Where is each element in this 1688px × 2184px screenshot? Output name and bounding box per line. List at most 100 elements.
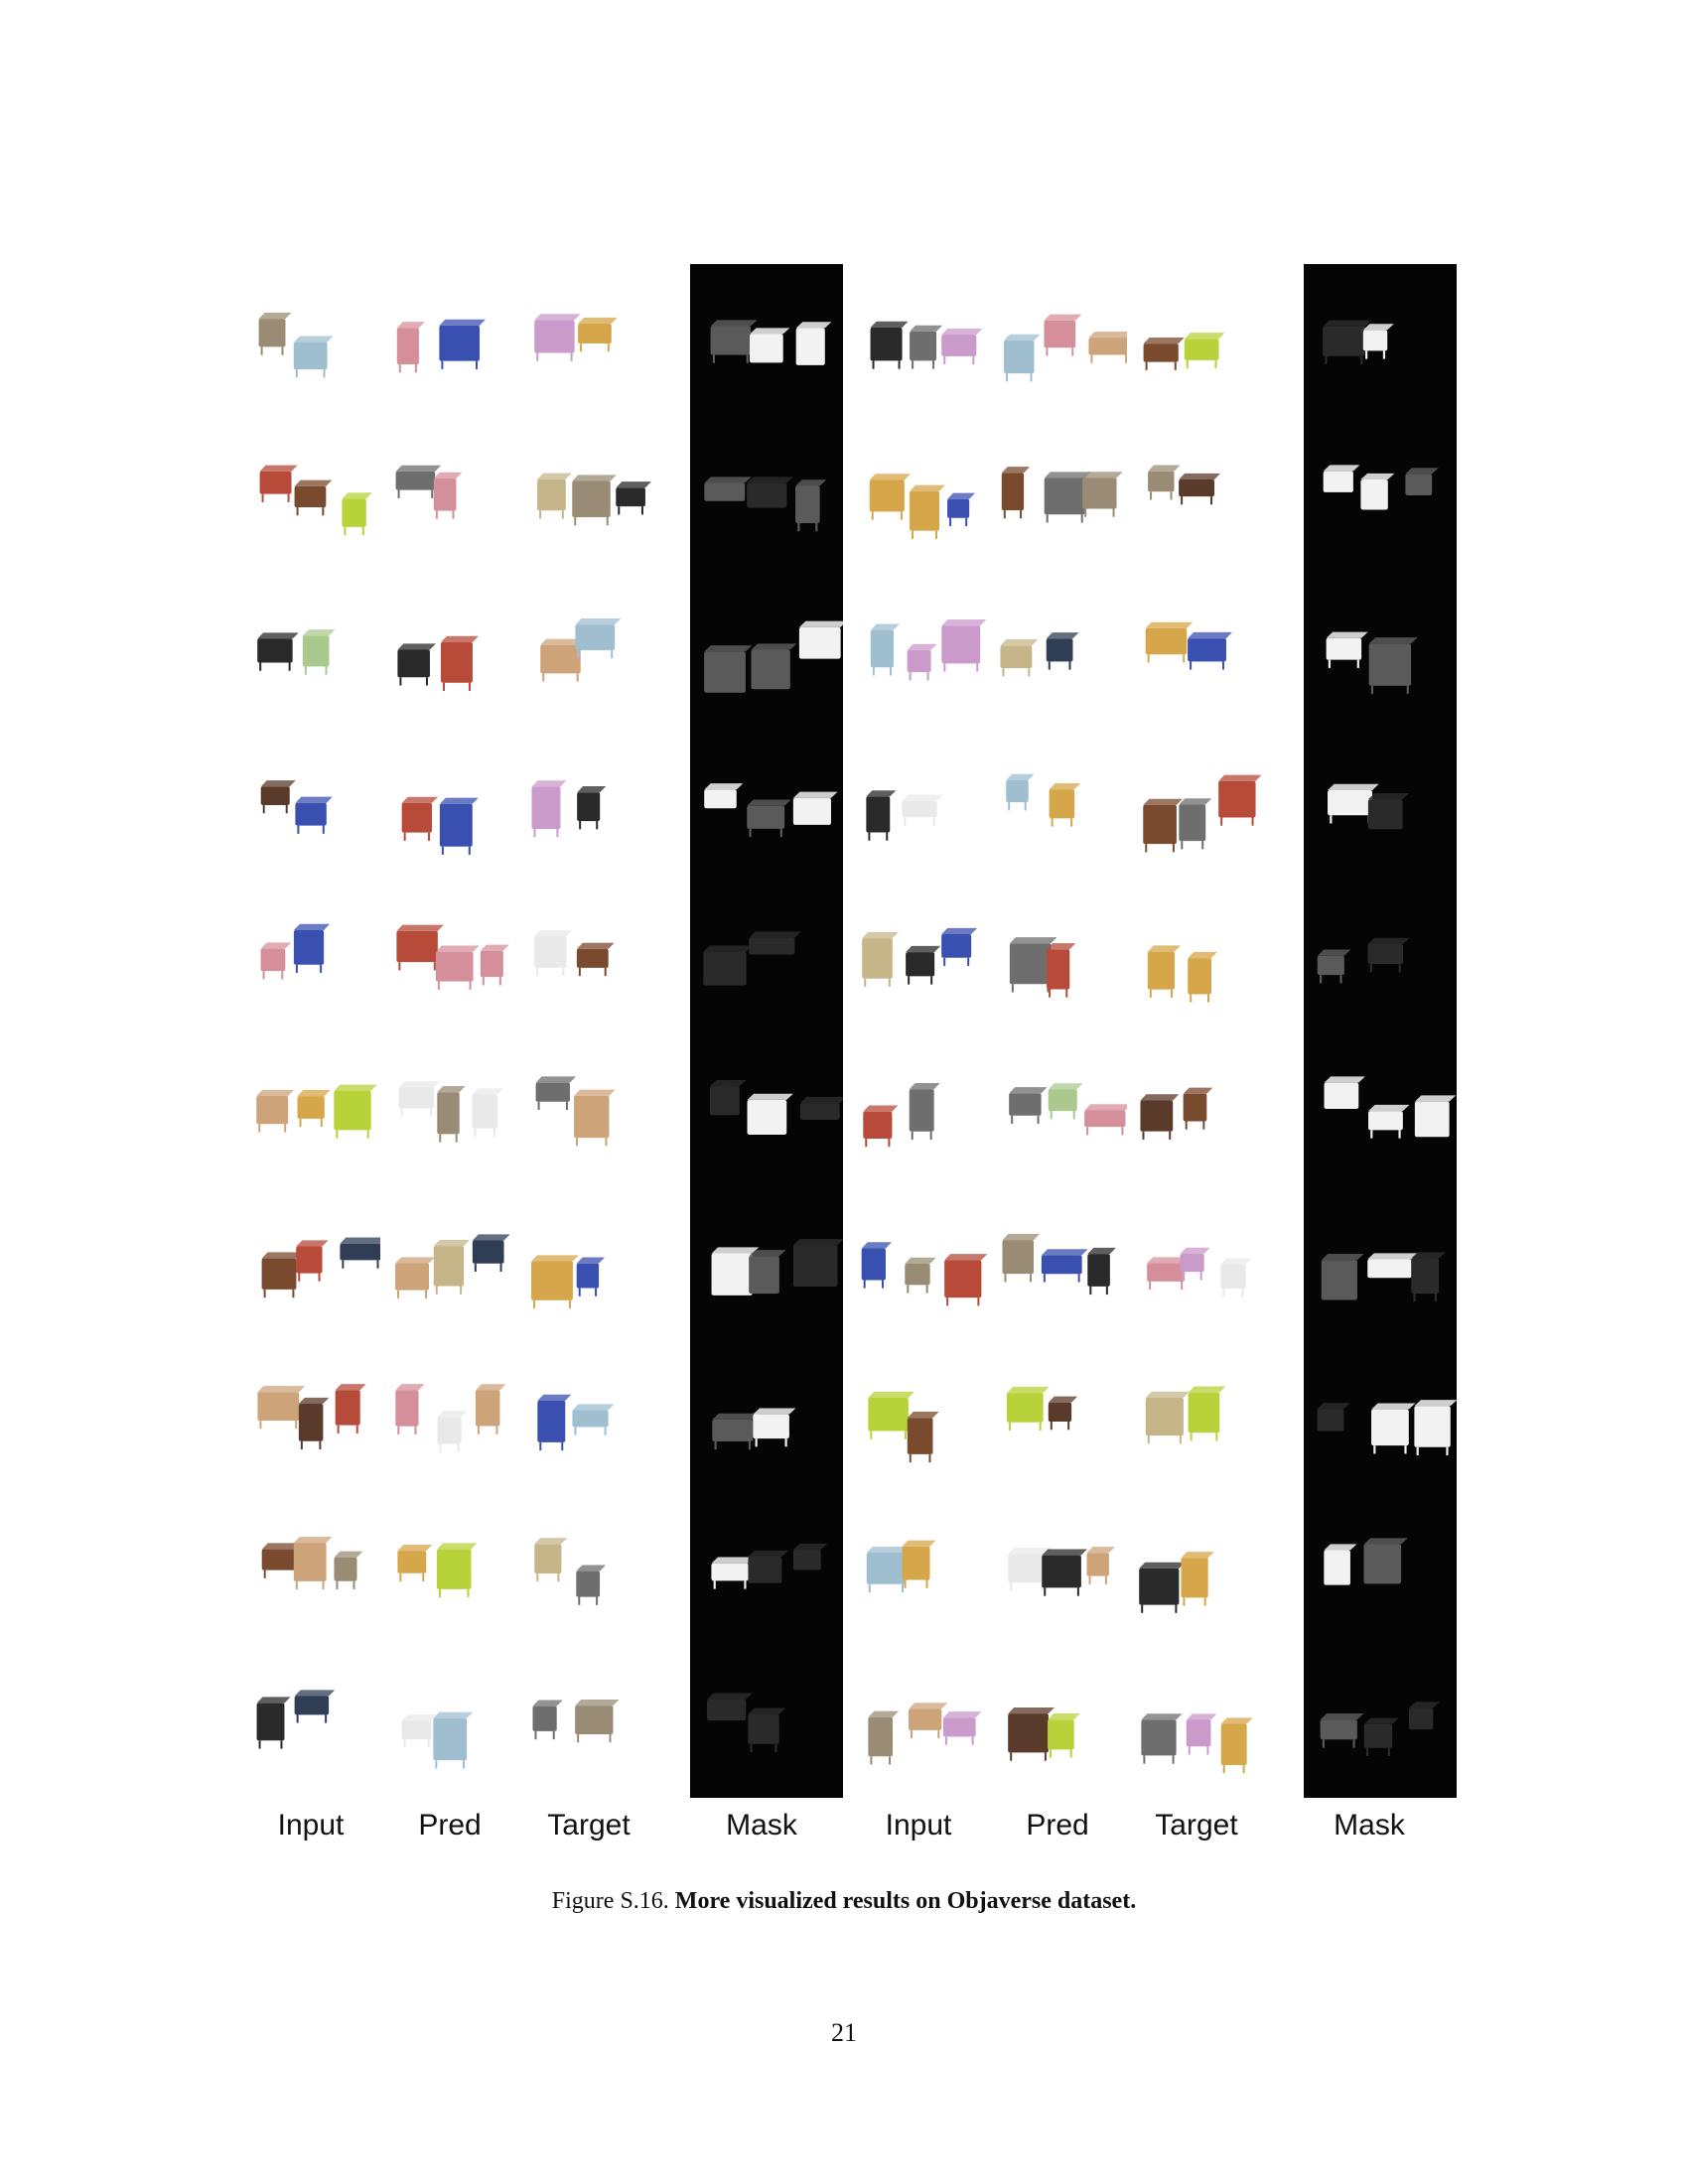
furniture-leg xyxy=(557,1573,560,1582)
furniture-leg xyxy=(1220,816,1223,826)
furniture-body xyxy=(335,1389,360,1426)
target-image xyxy=(519,418,658,572)
furniture-leg xyxy=(414,364,417,373)
furniture-render xyxy=(256,1689,336,1749)
furniture-render xyxy=(1001,466,1123,522)
furniture-body xyxy=(1008,1712,1049,1752)
furniture-leg xyxy=(469,981,472,990)
furniture-leg xyxy=(425,1290,428,1298)
furniture-leg xyxy=(403,1738,406,1747)
pred-image xyxy=(988,725,1127,879)
furniture-top xyxy=(433,1239,471,1247)
furniture-leg xyxy=(607,343,610,352)
furniture-body xyxy=(1147,1263,1186,1282)
target-image xyxy=(1127,878,1266,1031)
furniture-leg xyxy=(1030,373,1033,382)
furniture-render xyxy=(534,314,618,361)
furniture-body xyxy=(577,791,601,821)
furniture-top xyxy=(572,1403,615,1411)
mask-image xyxy=(1304,878,1457,1031)
furniture-render xyxy=(395,1383,506,1452)
furniture-top xyxy=(863,1105,899,1112)
furniture-leg xyxy=(361,526,364,535)
right-mask-column xyxy=(1304,264,1457,1798)
furniture-render xyxy=(258,312,334,378)
furniture-render xyxy=(1140,1087,1213,1140)
furniture-leg xyxy=(1112,508,1115,517)
furniture-top xyxy=(795,322,832,329)
furniture-top xyxy=(941,329,983,336)
furniture-leg xyxy=(946,1297,949,1306)
furniture-top xyxy=(792,791,838,798)
furniture-top xyxy=(1362,324,1394,331)
furniture-render xyxy=(1147,1247,1252,1297)
mask-image xyxy=(690,1645,843,1799)
input-image xyxy=(849,418,988,572)
furniture-leg xyxy=(972,355,975,365)
furniture-top xyxy=(472,1234,510,1241)
furniture-leg xyxy=(1206,1745,1209,1755)
furniture-leg xyxy=(262,804,265,813)
furniture-leg xyxy=(259,1420,262,1429)
furniture-render xyxy=(862,927,978,987)
furniture-top xyxy=(1405,467,1439,474)
furniture-body xyxy=(302,635,330,667)
furniture-top xyxy=(747,476,793,482)
furniture-body xyxy=(798,626,841,659)
furniture-top xyxy=(616,480,651,487)
furniture-body xyxy=(792,797,831,825)
furniture-leg xyxy=(904,1431,907,1439)
furniture-leg xyxy=(872,667,875,676)
furniture-render xyxy=(711,1543,828,1589)
furniture-top xyxy=(439,797,479,804)
furniture-body xyxy=(1048,1088,1077,1111)
furniture-render xyxy=(1320,1701,1440,1756)
furniture-top xyxy=(907,643,937,650)
furniture-top xyxy=(1184,333,1225,340)
furniture-leg xyxy=(1090,354,1093,363)
furniture-render xyxy=(870,321,983,369)
furniture-top xyxy=(395,465,442,472)
furniture-leg xyxy=(949,517,952,526)
furniture-render xyxy=(1323,320,1394,364)
furniture-body xyxy=(1181,1558,1208,1598)
furniture-leg xyxy=(259,662,262,671)
furniture-top xyxy=(260,779,296,786)
furniture-leg xyxy=(1039,1422,1042,1431)
furniture-leg xyxy=(1382,350,1386,359)
target-image xyxy=(1127,725,1266,879)
furniture-leg xyxy=(536,1573,539,1582)
furniture-leg xyxy=(400,1107,403,1116)
furniture-leg xyxy=(435,1759,438,1768)
furniture-top xyxy=(1363,1538,1408,1545)
furniture-top xyxy=(792,1238,843,1246)
furniture-top xyxy=(1220,1258,1252,1265)
furniture-body xyxy=(747,805,785,829)
furniture-top xyxy=(1088,331,1127,339)
furniture-body xyxy=(296,1246,323,1274)
furniture-leg xyxy=(943,957,946,967)
column-label: Input xyxy=(277,1809,345,1842)
furniture-leg xyxy=(295,1580,298,1590)
furniture-top xyxy=(704,645,753,652)
furniture-top xyxy=(1000,639,1039,646)
furniture-body xyxy=(1367,1259,1412,1279)
furniture-body xyxy=(1218,780,1256,817)
furniture-top xyxy=(1179,473,1221,479)
furniture-leg xyxy=(1145,361,1148,370)
furniture-top xyxy=(440,635,479,642)
furniture-leg xyxy=(442,682,445,691)
furniture-body xyxy=(260,785,290,805)
furniture-top xyxy=(1006,773,1035,780)
furniture-leg xyxy=(1147,654,1150,663)
furniture-leg xyxy=(539,1441,542,1450)
furniture-top xyxy=(910,484,945,491)
furniture-top xyxy=(1048,1082,1083,1089)
furniture-render xyxy=(1324,1075,1457,1139)
furniture-top xyxy=(1323,464,1360,472)
furniture-body xyxy=(1006,1392,1044,1423)
furniture-leg xyxy=(864,978,867,987)
furniture-leg xyxy=(414,1426,417,1434)
furniture-top xyxy=(1414,1094,1457,1102)
furniture-leg xyxy=(977,1297,980,1306)
